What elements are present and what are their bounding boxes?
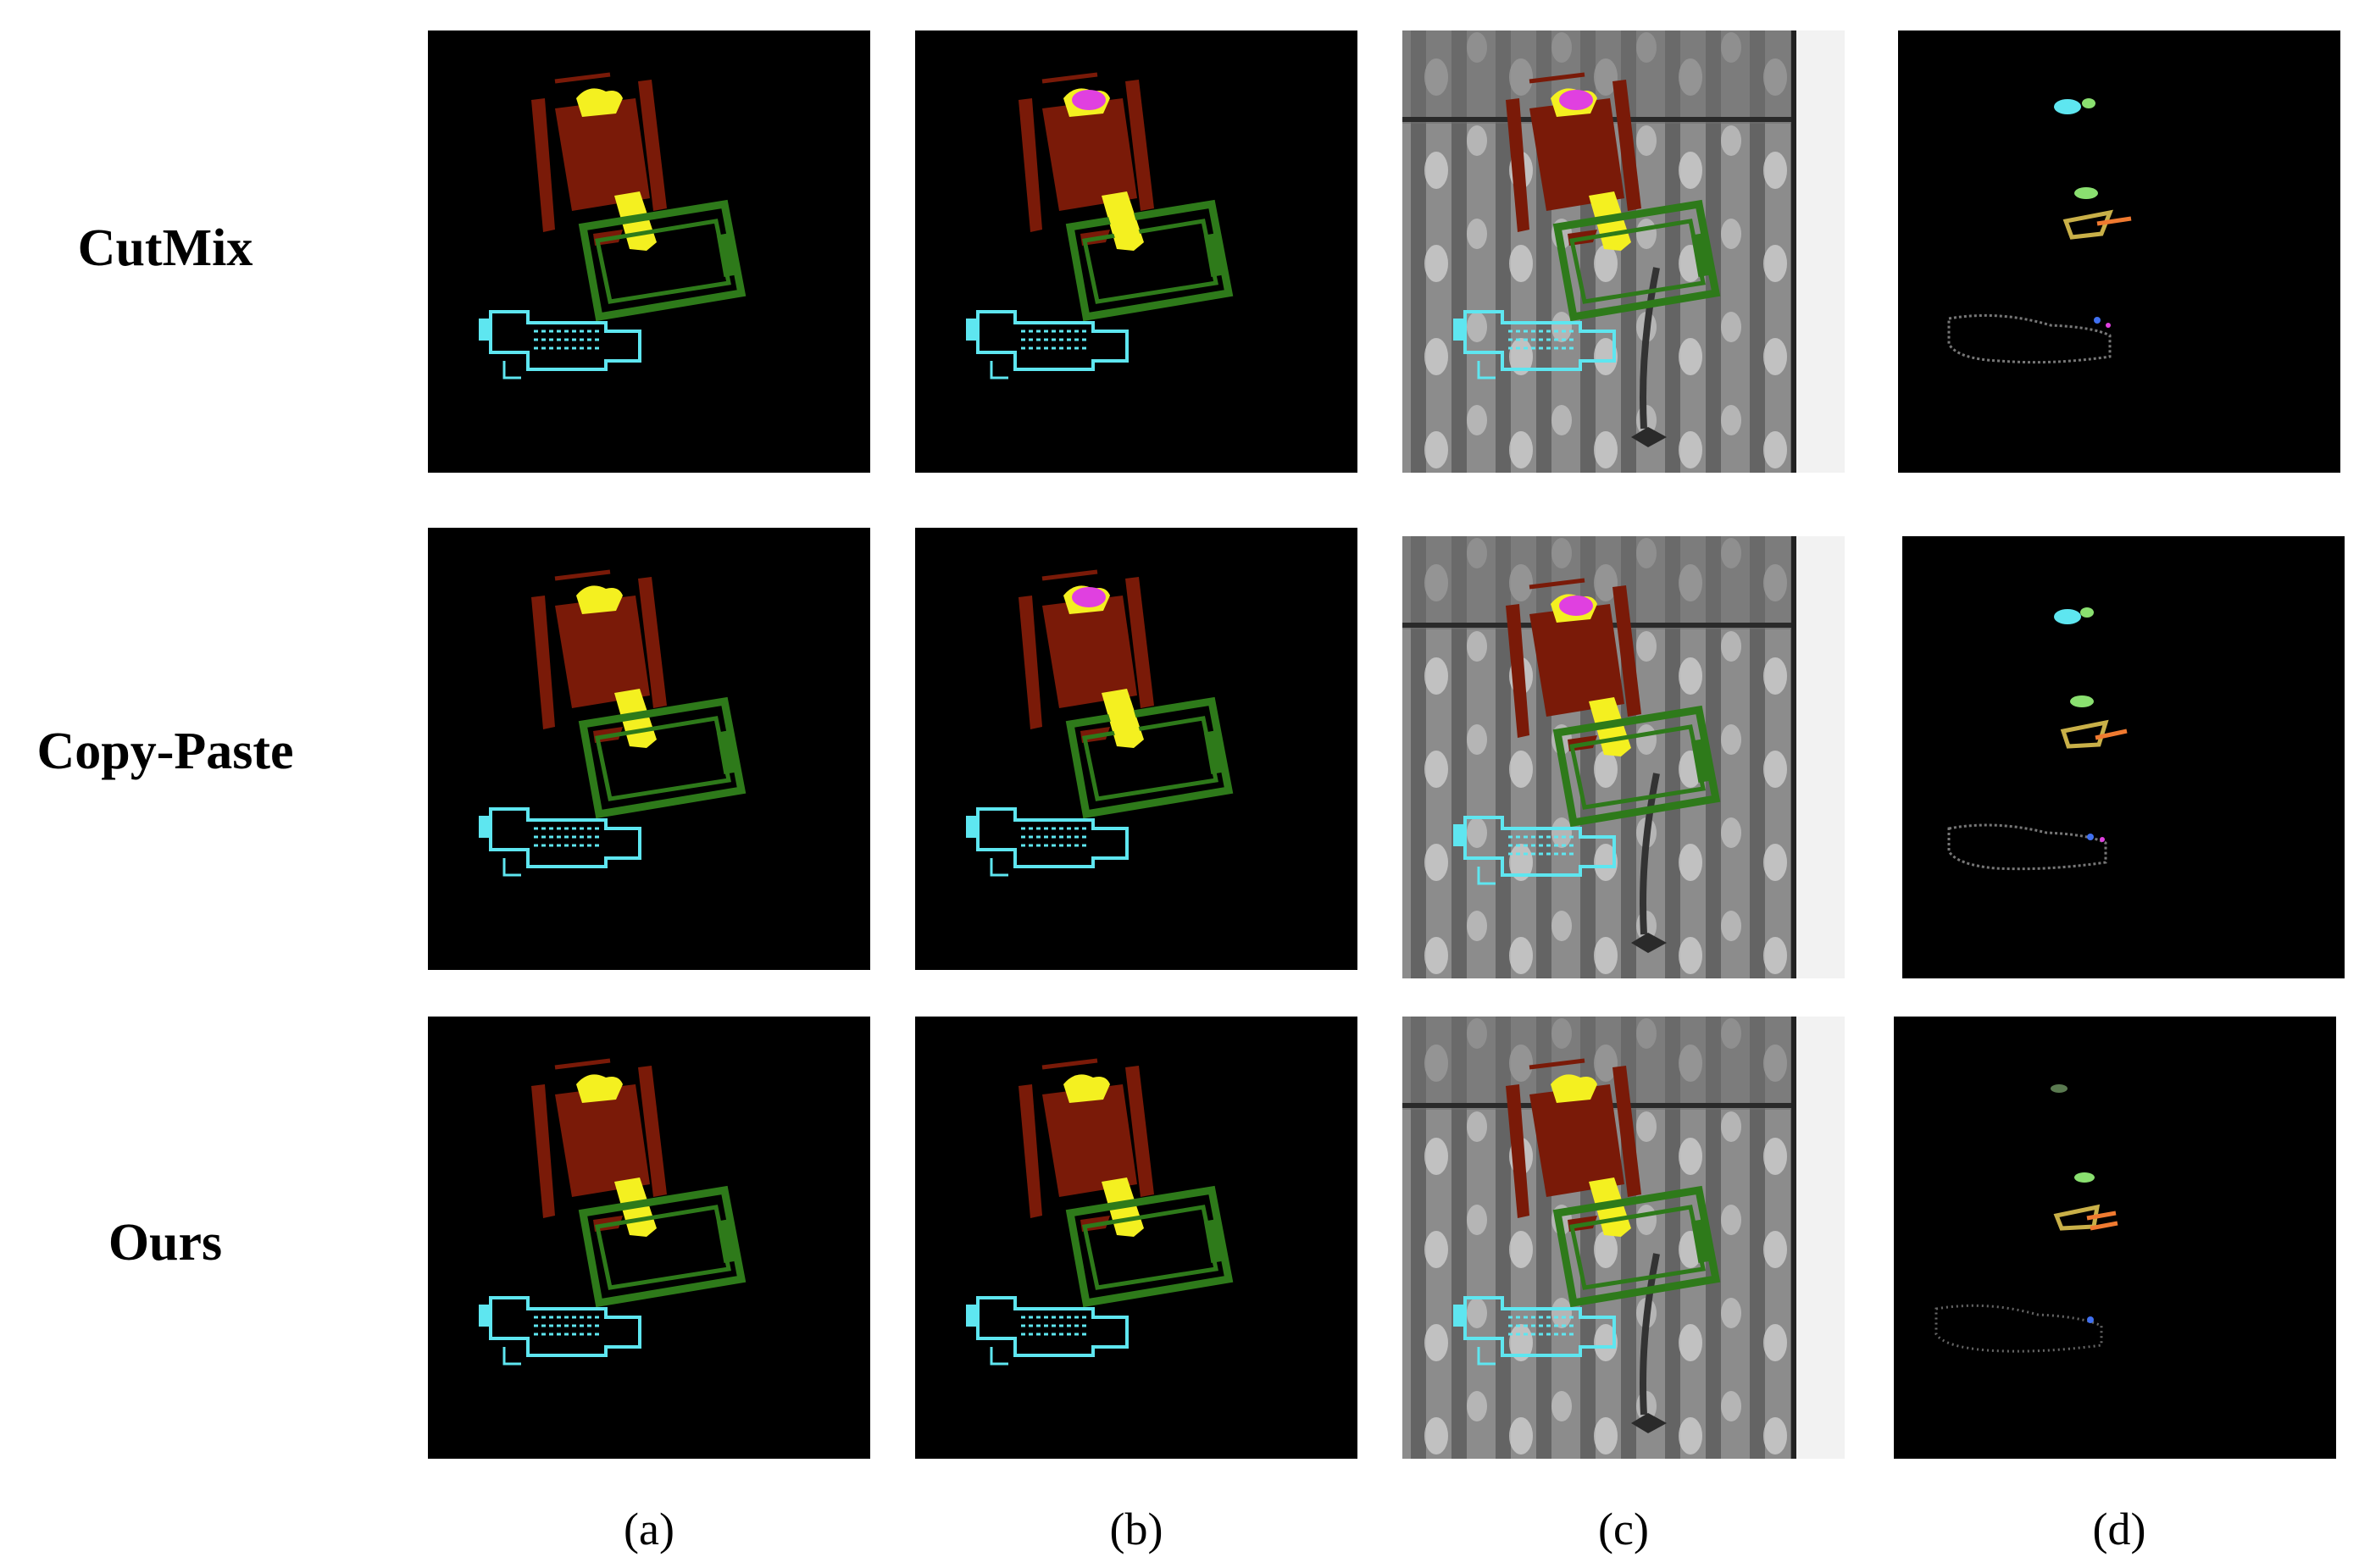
panel-ours-d	[1894, 1017, 2336, 1459]
col-label-d: (d)	[2092, 1504, 2146, 1554]
panel-cutmix-d	[1898, 30, 2340, 473]
panel-cutmix-c	[1402, 30, 1845, 473]
panel-copypaste-c	[1402, 536, 1845, 978]
panel-copypaste-d	[1902, 536, 2345, 978]
panel-copypaste-a	[428, 528, 870, 970]
panel-ours-a	[428, 1017, 870, 1459]
col-label-c: (c)	[1598, 1504, 1649, 1554]
panel-ours-c	[1402, 1017, 1845, 1459]
panel-cutmix-a	[428, 30, 870, 473]
row-label-copy-paste: Copy-Paste	[36, 723, 294, 780]
col-label-a: (a)	[624, 1504, 674, 1554]
row-label-cutmix: CutMix	[77, 219, 253, 277]
panel-ours-b	[915, 1017, 1357, 1459]
panel-copypaste-b	[915, 528, 1357, 970]
col-label-b: (b)	[1109, 1504, 1163, 1554]
panel-cutmix-b	[915, 30, 1357, 473]
row-label-ours: Ours	[108, 1214, 223, 1272]
